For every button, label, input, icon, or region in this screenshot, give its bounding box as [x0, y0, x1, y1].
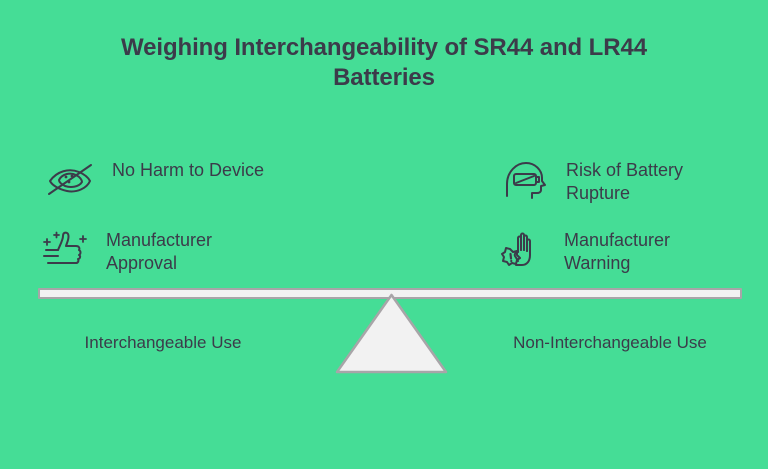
eye-crossed-out-icon	[44, 156, 98, 204]
balance-fulcrum-triangle	[335, 293, 448, 374]
page-title: Weighing Interchangeability of SR44 and …	[121, 34, 647, 91]
feature-row-manufacturer-warning: Manufacturer Warning	[496, 226, 734, 275]
feature-label-risk-of-battery-rupture: Risk of Battery Rupture	[566, 160, 684, 203]
thumbs-up-sparkle-icon	[38, 226, 92, 274]
feature-label-no-harm: No Harm to Device	[112, 160, 265, 180]
head-low-battery-icon	[498, 156, 552, 204]
feature-row-risk-of-battery-rupture: Risk of Battery Rupture	[498, 156, 736, 205]
stop-hand-warning-icon	[496, 226, 550, 274]
feature-label-manufacturer-warning: Manufacturer Warning	[564, 230, 671, 273]
feature-row-manufacturer-approval: Manufacturer Approval	[38, 226, 266, 275]
feature-row-no-harm: No Harm to Device	[44, 156, 264, 204]
caption-interchangeable-use: Interchangeable Use	[84, 333, 242, 352]
feature-label-manufacturer-approval: Manufacturer Approval	[106, 230, 213, 273]
caption-non-interchangeable-use: Non-Interchangeable Use	[513, 333, 707, 352]
